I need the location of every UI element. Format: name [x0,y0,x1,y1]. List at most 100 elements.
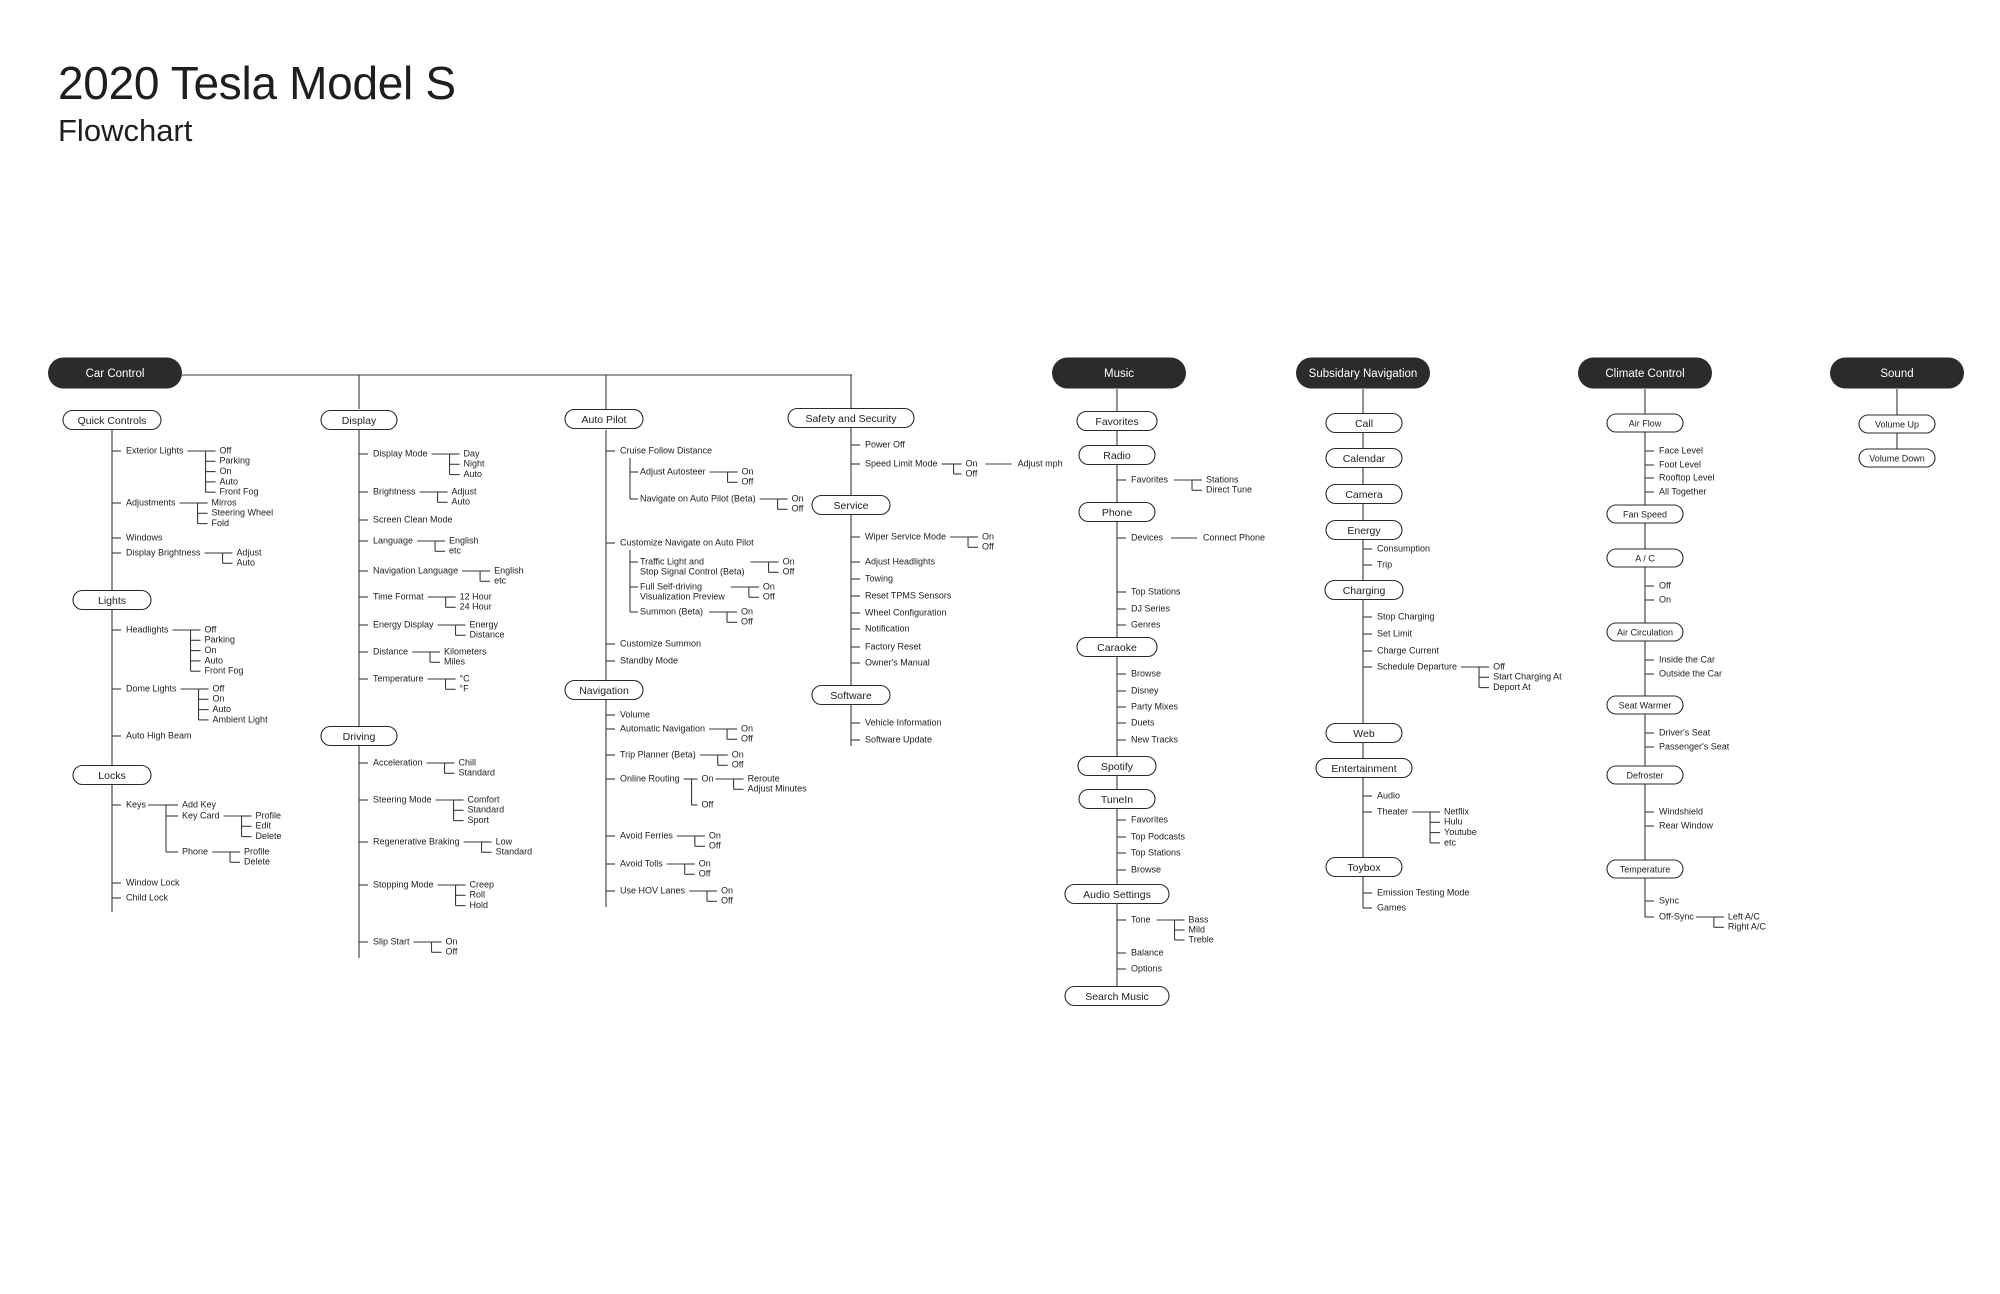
node-label: A / C [1635,553,1655,563]
option-off: Off [220,445,232,455]
node-label: Driving [343,731,376,743]
label-online-routing: Online Routing [620,773,680,783]
label-trip-planner-beta: Trip Planner (Beta) [620,749,696,759]
option-bass: Bass [1189,914,1210,924]
node-label: Lights [98,595,126,607]
node-service [811,494,891,516]
root-node-label: Music [1104,368,1134,380]
label-navigation-language: Navigation Language [373,565,458,575]
label-reset-tpms-sensors: Reset TPMS Sensors [865,590,952,600]
option-on: On [741,606,753,616]
node-label: Phone [1102,507,1133,519]
option-creep: Creep [470,879,495,889]
option-on: On [763,581,775,591]
option-auto: Auto [205,655,224,665]
option-off: Off [783,567,795,577]
node-software [811,684,891,706]
label-top-stations: Top Stations [1131,847,1181,857]
node-label: Search Music [1085,991,1149,1003]
node-entertainment [1315,757,1413,779]
option-mild: Mild [1189,924,1206,934]
node-label: Service [833,500,868,512]
node-label: Display [342,415,377,427]
option-c: °C [460,673,471,683]
node-label: Navigation [579,685,629,697]
label-genres: Genres [1131,619,1161,629]
option-12-hour: 12 Hour [460,591,492,601]
node-defroster [1606,765,1684,785]
label-passenger-s-seat: Passenger's Seat [1659,741,1730,751]
label-navigate-on-auto-pilot: Navigate on Auto Pilot (Beta) [640,493,756,503]
option-profile: Profile [244,846,270,856]
node-fan-speed [1606,504,1684,524]
option-low: Low [496,836,513,846]
option-off: Off [792,504,804,514]
option-delete: Delete [244,857,270,867]
node-energy [1325,519,1403,541]
label-schedule-departure: Schedule Departure [1377,661,1457,671]
label-tone: Tone [1131,914,1151,924]
node-label: TuneIn [1101,794,1133,806]
node-navigation [564,679,644,701]
option-auto: Auto [237,558,256,568]
label-full-self-driving: Full Self-driving [640,581,702,591]
label-disney: Disney [1131,685,1159,695]
root-node-label: Sound [1880,368,1913,380]
node-label: Volume Down [1869,453,1925,463]
label-child-lock: Child Lock [126,892,169,902]
label-use-hov-lanes: Use HOV Lanes [620,885,686,895]
option-connect-phone: Connect Phone [1203,532,1265,542]
node-locks [72,764,152,786]
label-duets: Duets [1131,717,1155,727]
option-on: On [982,531,994,541]
option-adjust: Adjust [237,547,263,557]
node-audio-settings [1064,883,1170,905]
option-off: Off [982,542,994,552]
option-roll: Roll [470,890,486,900]
label-software-update: Software Update [865,734,932,744]
node-label: Fan Speed [1623,509,1667,519]
option-off: Off [709,841,721,851]
node-label: Locks [98,770,125,782]
option-off: Off [741,617,753,627]
option-sport: Sport [468,815,490,825]
label-rear-window: Rear Window [1659,820,1714,830]
label-towing: Towing [865,573,893,583]
node-label: Web [1353,728,1375,740]
node-label: Volume Up [1875,419,1919,429]
option-reroute: Reroute [748,773,780,783]
node-toybox [1325,856,1403,878]
option-on: On [709,830,721,840]
option-stations: Stations [1206,474,1239,484]
option-24-hour: 24 Hour [460,602,492,612]
root-node-climate-control [1578,357,1712,389]
option-off: Off [446,947,458,957]
node-safety-and-security [787,407,915,429]
option-hulu: Hulu [1444,817,1463,827]
option-f: °F [460,684,470,694]
label-slip-start: Slip Start [373,936,410,946]
label-keys: Keys [126,799,147,809]
root-node-sound [1830,357,1964,389]
label-volume: Volume [620,709,650,719]
label-key-card: Key Card [182,810,220,820]
root-node-label: Subsidary Navigation [1309,368,1418,380]
label-windshield: Windshield [1659,806,1703,816]
node-label: Favorites [1095,416,1138,428]
label-factory-reset: Factory Reset [865,641,922,651]
root-node-car-control [48,357,182,389]
node-label: Camera [1345,489,1383,501]
option-english: English [449,535,479,545]
node-label: Safety and Security [805,413,897,425]
label-all-together: All Together [1659,486,1706,496]
label-adjust-headlights: Adjust Headlights [865,556,936,566]
label-steering-mode: Steering Mode [373,794,432,804]
node-label: Auto Pilot [582,414,627,426]
label-standby-mode: Standby Mode [620,655,678,665]
label-wiper-service-mode: Wiper Service Mode [865,531,946,541]
option-auto: Auto [220,476,239,486]
option-right-a-c: Right A/C [1728,922,1767,932]
label-browse: Browse [1131,668,1161,678]
label-automatic-navigation: Automatic Navigation [620,723,705,733]
label-window-lock: Window Lock [126,877,180,887]
